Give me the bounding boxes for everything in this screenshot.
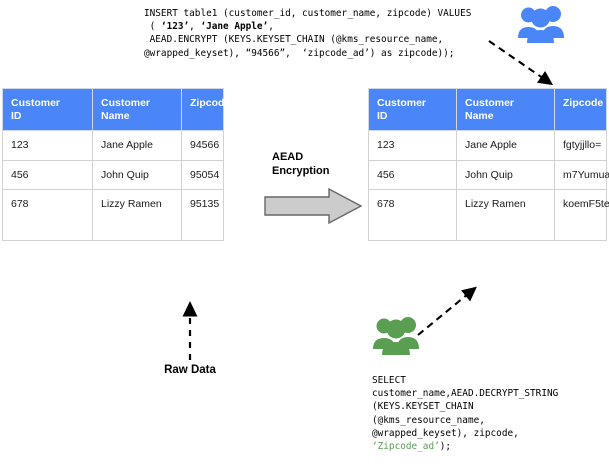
cell-zipcode: 95054 — [181, 159, 224, 190]
sql-line: @wrapped_keyset), “94566”, ‘zipcode_ad’)… — [144, 47, 471, 60]
sql-line: AEAD.ENCRYPT (KEYS.KEYSET_CHAIN (@kms_re… — [144, 33, 471, 46]
dashed-up-arrow-icon — [170, 300, 210, 362]
cell-customer-name: Jane Apple — [92, 130, 182, 161]
sql-token: @wrapped_keyset), “94566”, ‘zipcode_ad’)… — [144, 47, 455, 59]
table-row: 456 John Quip m7Yumuawqry — [368, 159, 609, 190]
cell-zipcode: 94566 — [181, 130, 224, 161]
right-block-arrow-icon — [263, 187, 363, 225]
sql-token: ‘Jane Apple’ — [200, 21, 269, 33]
cell-customer-name: Lizzy Ramen — [456, 189, 555, 241]
plaintext-table: Customer ID Customer Name Zipcode 123 Ja… — [2, 88, 230, 241]
sql-token: ); — [439, 441, 452, 453]
sql-line: INSERT table1 (customer_id, customer_nam… — [144, 7, 471, 20]
cell-customer-id: 456 — [368, 159, 457, 190]
sql-line: (@kms_resource_name, — [372, 414, 558, 427]
cell-zipcode: m7Yumuawqry — [554, 159, 609, 190]
cell-customer-name: John Quip — [456, 159, 555, 190]
transform-label: AEAD Encryption — [272, 151, 330, 177]
table-header-row: Customer ID Customer Name Zipcode — [368, 88, 607, 131]
sql-line: ( ‘123’, ‘Jane Apple’, — [144, 20, 471, 33]
sql-token: INSERT table1 (customer_id, customer_nam… — [144, 8, 472, 19]
cell-customer-name: John Quip — [92, 159, 182, 190]
table-row: 456 John Quip 95054 — [2, 159, 224, 190]
cell-zipcode: koemF5ter= — [554, 189, 609, 241]
sql-token: (@kms_resource_name, — [372, 414, 485, 426]
table-row: 123 Jane Apple 94566 — [2, 130, 224, 161]
column-header-customer-id: Customer ID — [2, 88, 93, 131]
table-row: 123 Jane Apple fgtyjjllo= — [368, 130, 607, 161]
column-header-customer-name: Customer Name — [456, 88, 555, 131]
sql-line: SELECT — [372, 374, 558, 387]
sql-line: @wrapped_keyset), zipcode, — [372, 427, 558, 440]
cell-customer-id: 123 — [2, 130, 93, 161]
column-header-customer-name: Customer Name — [92, 88, 182, 131]
sql-token: (KEYS.KEYSET_CHAIN — [372, 401, 474, 413]
sql-token: ‘123’ — [160, 21, 190, 33]
people-group-icon — [516, 2, 564, 44]
cell-customer-id: 678 — [368, 189, 457, 241]
cell-customer-id: 678 — [2, 189, 93, 241]
sql-token: ( — [144, 21, 161, 33]
cell-customer-id: 456 — [2, 159, 93, 190]
sql-line: ‘Zipcode_ad’); — [372, 440, 558, 453]
encrypted-table: Customer ID Customer Name Zipcode 123 Ja… — [368, 88, 609, 241]
sql-line: (KEYS.KEYSET_CHAIN — [372, 400, 558, 413]
column-header-zipcode: Zipcode — [554, 88, 607, 131]
column-header-customer-id: Customer ID — [368, 88, 457, 131]
table-row: 678 Lizzy Ramen koemF5ter= — [368, 189, 609, 241]
people-group-icon — [372, 312, 420, 356]
cell-zipcode: 95135 — [181, 189, 224, 241]
raw-data-label: Raw Data — [164, 364, 216, 376]
sql-token: , — [189, 21, 201, 33]
sql-token: ‘Zipcode_ad’ — [372, 441, 440, 453]
cell-zipcode: fgtyjjllo= — [554, 130, 607, 161]
sql-token: AEAD.ENCRYPT (KEYS.KEYSET_CHAIN (@kms_re… — [144, 34, 444, 46]
insert-sql-statement: INSERT table1 (customer_id, customer_nam… — [144, 7, 471, 60]
cell-customer-name: Lizzy Ramen — [92, 189, 182, 241]
table-row: 678 Lizzy Ramen 95135 — [2, 189, 224, 241]
cell-customer-id: 123 — [368, 130, 457, 161]
column-header-zipcode: Zipcode — [181, 88, 230, 131]
table-header-row: Customer ID Customer Name Zipcode — [2, 88, 230, 131]
sql-token: customer_name,AEAD.DECRYPT_STRING — [372, 388, 559, 400]
sql-token: SELECT — [372, 375, 406, 386]
dashed-up-right-arrow-icon — [416, 282, 488, 338]
sql-token: , — [268, 21, 274, 33]
sql-token: @wrapped_keyset), zipcode, — [372, 427, 519, 439]
sql-line: customer_name,AEAD.DECRYPT_STRING — [372, 387, 558, 400]
cell-customer-name: Jane Apple — [456, 130, 555, 161]
dashed-down-right-arrow-icon — [486, 38, 562, 92]
